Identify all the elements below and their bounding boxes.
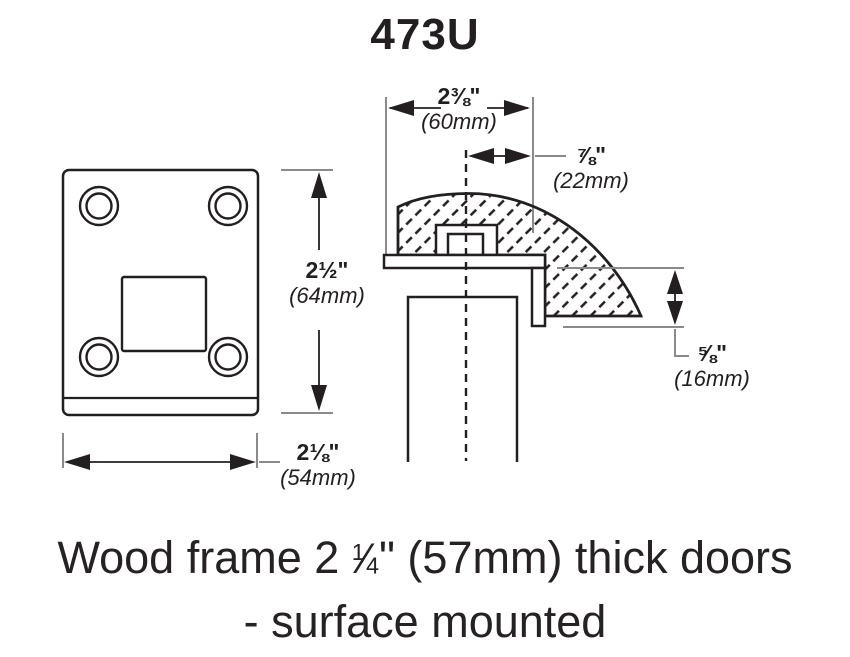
dim-projection-mm: (16mm)	[674, 365, 750, 391]
dim-offset-label: ⅞" (22mm)	[553, 142, 629, 193]
part-number-title: 473U	[370, 10, 480, 59]
front-view	[61, 168, 260, 417]
dim-offset-lines	[468, 148, 566, 164]
bracket-vertical-leg	[530, 266, 547, 328]
dim-plate-width-lines	[62, 433, 280, 470]
dim-top-width-lines	[388, 100, 530, 116]
caption-line-2: - surface mounted	[243, 595, 607, 647]
dim-height-mm: (64mm)	[289, 282, 365, 308]
arrowhead-down	[667, 301, 683, 325]
caption: Wood frame 2 1⁄4" (57mm) thick doors - s…	[0, 526, 850, 654]
screw-hole-bottom-left	[78, 336, 120, 378]
arrowhead-right	[504, 100, 530, 116]
caption-fraction: 1⁄4	[351, 535, 379, 583]
leader-line	[674, 329, 689, 357]
arrowhead-right	[230, 454, 256, 470]
bracket-horizontal-plate	[382, 253, 547, 270]
arrowhead-up	[311, 172, 327, 198]
arrowhead-left	[64, 454, 90, 470]
dim-plate-width-label: 2⅛" (54mm)	[280, 439, 356, 490]
dim-projection-label: ⅝" (16mm)	[674, 340, 750, 391]
caption-line-1: Wood frame 2 1⁄4" (57mm) thick doors	[0, 526, 850, 590]
arrowhead-down	[311, 385, 327, 411]
square-center-hole	[120, 275, 208, 353]
dim-plate-width-inch: 2⅛"	[296, 439, 340, 465]
caption-line1-pre: Wood frame 2	[57, 532, 352, 583]
arrowhead-up	[667, 270, 683, 294]
arrowhead-left	[468, 148, 494, 164]
arrowhead-right	[505, 148, 531, 164]
dim-height-inch: 2½"	[305, 257, 349, 283]
dim-top-width-label: 2⅜" (60mm)	[421, 83, 497, 134]
dim-height-label: 2½" (64mm)	[289, 257, 365, 308]
caption-line1-post: " (57mm) thick doors	[378, 532, 793, 583]
side-view	[382, 97, 644, 462]
dim-projection-inch: ⅝"	[696, 340, 728, 366]
arrowhead-left	[388, 100, 414, 116]
dim-plate-width-mm: (54mm)	[280, 464, 356, 490]
dim-top-width-mm: (60mm)	[421, 108, 497, 134]
screw-hole-top-left	[78, 185, 120, 227]
dim-top-width-inch: 2⅜"	[437, 83, 481, 109]
screw-hole-bottom-right	[207, 336, 249, 378]
screw-hole-top-right	[207, 185, 249, 227]
dim-offset-inch: ⅞"	[575, 142, 607, 168]
door-section	[406, 295, 519, 462]
dim-offset-mm: (22mm)	[553, 167, 629, 193]
dim-projection-lines	[557, 267, 689, 357]
dim-height-lines	[281, 169, 333, 414]
